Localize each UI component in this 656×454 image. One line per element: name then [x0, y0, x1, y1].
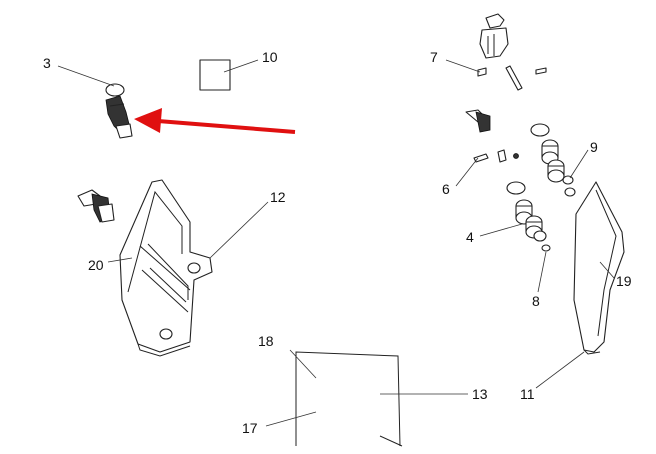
part-7-hardware	[477, 13, 547, 91]
callout-13: 13	[472, 386, 488, 402]
callout-20: 20	[88, 257, 104, 273]
callout-9: 9	[590, 139, 598, 155]
part-13-frame	[295, 351, 403, 447]
part-4-bushings	[506, 181, 551, 252]
part-6-hardware	[465, 109, 519, 163]
part-12-bracket	[119, 179, 213, 357]
callout-4: 4	[466, 229, 474, 245]
part-10-square	[199, 59, 231, 91]
part-20-connector	[77, 189, 115, 223]
callout-12: 12	[270, 189, 286, 205]
callout-17: 17	[242, 420, 258, 436]
callout-7: 7	[430, 49, 438, 65]
callout-19: 19	[616, 273, 632, 289]
leader-lines	[57, 59, 615, 427]
callout-11: 11	[520, 386, 535, 402]
part-19-plate	[573, 181, 625, 355]
callout-8: 8	[532, 293, 540, 309]
callout-10: 10	[262, 49, 278, 65]
callout-6: 6	[442, 181, 450, 197]
part-3-connector	[105, 83, 133, 139]
part-9-bushings	[530, 123, 576, 197]
callout-18: 18	[258, 333, 274, 349]
red-pointer-arrow-icon	[134, 108, 296, 134]
callout-3: 3	[43, 55, 51, 71]
